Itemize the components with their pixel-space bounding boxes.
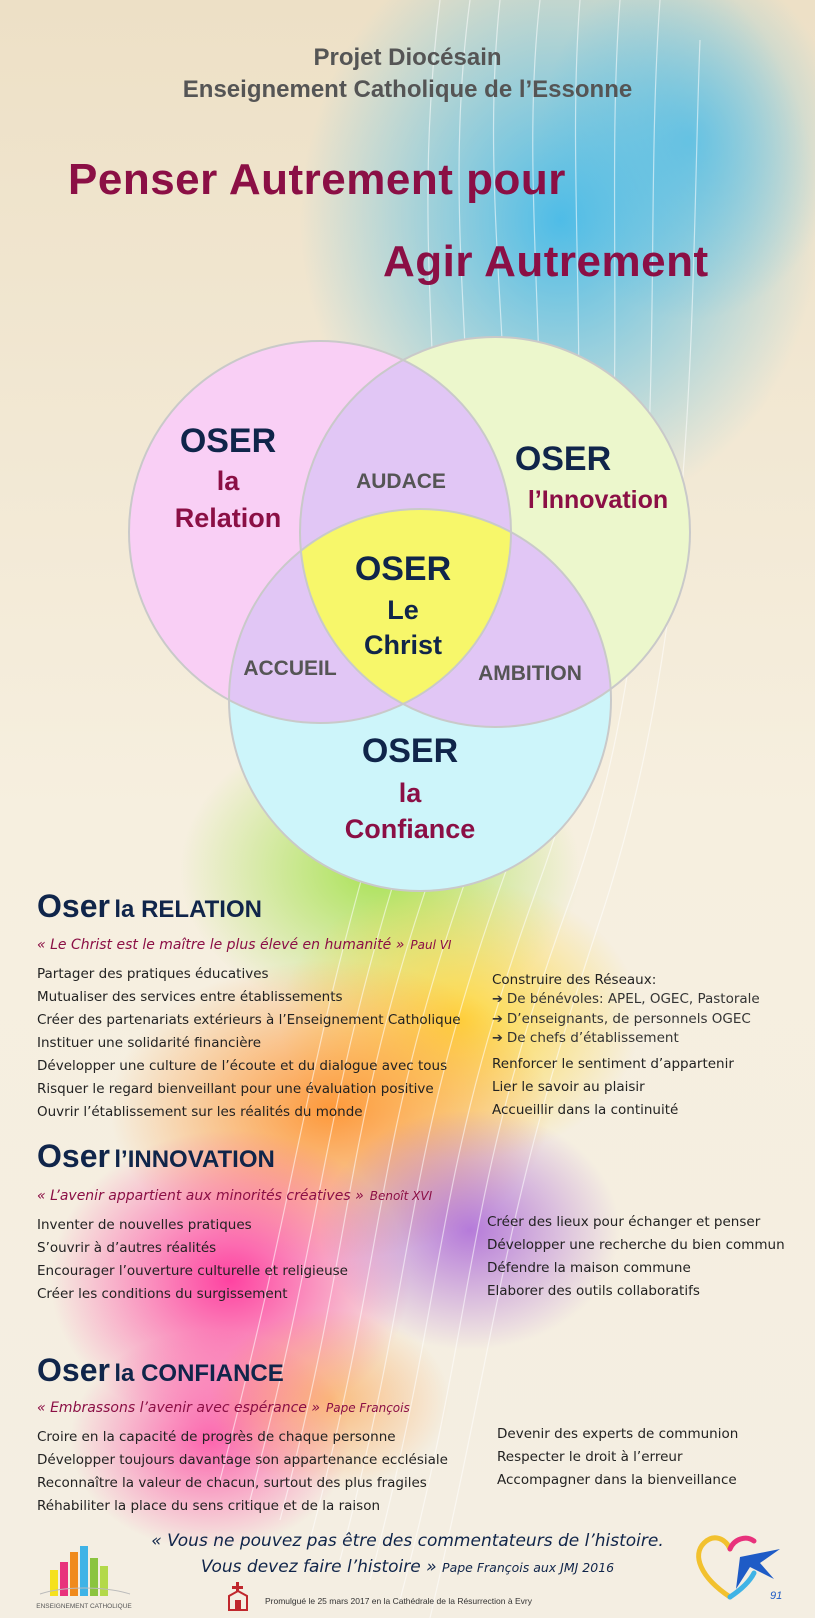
cathedral-icon [228,1582,248,1611]
main-title-line2: Agir Autrement [383,237,709,286]
final-quote: « Vous ne pouvez pas être des commentate… [0,1528,815,1581]
section-confiance-quote: « Embrassons l’avenir avec espérance » [37,1400,320,1416]
list-item: Réhabiliter la place du sens critique et… [37,1498,381,1514]
audace-label: AUDACE [356,470,446,493]
list-item: Respecter le droit à l’erreur [497,1449,683,1465]
list-item: Devenir des experts de communion [497,1426,739,1442]
final-quote-line2: Vous devez faire l’histoire » [200,1557,437,1577]
project-title: Projet Diocésain Enseignement Catholique… [0,42,815,106]
list-item: Développer une culture de l’écoute et du… [37,1058,448,1074]
arrow-right-icon: ➔ [492,1031,503,1046]
list-item: Renforcer le sentiment d’appartenir [492,1055,734,1072]
list-item: Mutualiser des services entre établissem… [37,989,343,1005]
final-quote-author: Pape François aux JMJ 2016 [442,1560,615,1575]
list-item: Créer des partenariats extérieurs à l’En… [37,1012,461,1028]
section-innovation-oser: Oser [37,1138,110,1174]
center-word: Christ [364,630,442,660]
list-item: Encourager l’ouverture culturelle et rel… [37,1263,348,1279]
list-item: Développer toujours davantage son appart… [37,1452,448,1468]
section-confiance-quote-block: « Embrassons l’avenir avec espérance » Pa… [37,1400,410,1416]
list-item: Créer des lieux pour échanger et penser [487,1214,761,1230]
logo-left-text: ENSEIGNEMENT CATHOLIQUE [36,1603,132,1610]
section-innovation-left-list: Inventer de nouvelles pratiques S’ouvrir… [37,1214,348,1306]
list-item: S’ouvrir à d’autres réalités [37,1240,217,1256]
list-item: Défendre la maison commune [487,1260,691,1276]
section-innovation-heading: Oser l’INNOVATION [37,1138,275,1175]
bars-logo-icon: ENSEIGNEMENT CATHOLIQUE [36,1546,132,1610]
project-title-line2: Enseignement Catholique de l’Essonne [182,76,633,103]
section-confiance-oser: Oser [37,1352,110,1388]
section-innovation-title: l’INNOVATION [114,1146,275,1173]
section-relation-quote-author: Paul VI [410,938,452,952]
section-relation-left-list: Partager des pratiques éducatives Mutual… [37,963,461,1124]
section-confiance-quote-author: Pape François [326,1401,410,1415]
innovation-word: l’Innovation [528,486,668,514]
section-relation-heading: Oser la RELATION [37,888,262,925]
list-item: Développer une recherche du bien commun [487,1237,785,1253]
relation-oser: OSER [180,422,276,460]
venn-diagram: OSER la Relation OSER l’Innovation AUDAC… [128,336,691,892]
relation-article: la [217,466,241,496]
section-innovation-quote: « L’avenir appartient aux minorités créa… [37,1188,364,1204]
center-oser: OSER [355,550,451,588]
section-innovation-quote-author: Benoît XVI [369,1189,433,1203]
list-item: De bénévoles: APEL, OGEC, Pastorale [506,991,760,1007]
section-confiance-title: la CONFIANCE [114,1360,284,1387]
list-item: Reconnaître la valeur de chacun, surtout… [37,1475,427,1491]
list-item: Créer les conditions du surgissement [37,1286,288,1302]
list-item: Partager des pratiques éducatives [37,966,269,982]
section-innovation-quote-block: « L’avenir appartient aux minorités créa… [37,1188,432,1204]
section-innovation-right-list: Créer des lieux pour échanger et penser … [487,1211,785,1303]
confiance-oser: OSER [362,732,458,770]
arrow-right-icon: ➔ [492,1011,503,1027]
list-item: Accompagner dans la bienveillance [497,1472,737,1488]
ambition-label: AMBITION [478,662,582,685]
section-relation-title: la RELATION [114,896,262,923]
list-item: De chefs d’établissement [506,1030,679,1046]
list-item: Elaborer des outils collaboratifs [487,1283,700,1299]
confiance-word: Confiance [345,814,476,844]
list-item: Croire en la capacité de progrès de chaq… [37,1429,396,1445]
dove-heart-logo-icon: 91 [696,1535,782,1602]
section-relation-oser: Oser [37,888,110,924]
section-relation-right-list: Construire des Réseaux: ➔De bénévoles: A… [492,970,760,1122]
main-title-line1: Penser Autrement pour [68,155,566,204]
accueil-label: ACCUEIL [243,657,337,680]
list-item: Inventer de nouvelles pratiques [37,1217,252,1233]
section-relation-quote-block: « Le Christ est le maître le plus élevé … [37,937,451,953]
section-confiance-right-list: Devenir des experts de communion Respect… [497,1423,738,1492]
section-confiance-left-list: Croire en la capacité de progrès de chaq… [37,1426,448,1518]
list-item: Risquer le regard bienveillant pour une … [37,1081,434,1097]
list-item: Instituer une solidarité financière [37,1035,262,1051]
promulgation-text: Promulgué le 25 mars 2017 en la Cathédra… [265,1596,532,1606]
center-article: Le [387,595,419,625]
list-item: Ouvrir l’établissement sur les réalités … [37,1104,363,1120]
list-item: Accueillir dans la continuité [492,1101,679,1118]
relation-word: Relation [175,503,282,533]
innovation-oser: OSER [515,440,611,478]
project-title-line1: Projet Diocésain [313,44,502,71]
list-item: Lier le savoir au plaisir [492,1078,645,1095]
confiance-article: la [399,778,423,808]
network-heading: Construire des Réseaux: [492,972,657,988]
section-relation-quote: « Le Christ est le maître le plus élevé … [37,937,405,953]
list-item: D’enseignants, de personnels OGEC [506,1010,751,1027]
final-quote-line1: « Vous ne pouvez pas être des commentate… [151,1531,664,1551]
section-confiance-heading: Oser la CONFIANCE [37,1352,284,1389]
arrow-right-icon: ➔ [492,992,503,1007]
logo-right-text: 91 [770,1590,782,1602]
